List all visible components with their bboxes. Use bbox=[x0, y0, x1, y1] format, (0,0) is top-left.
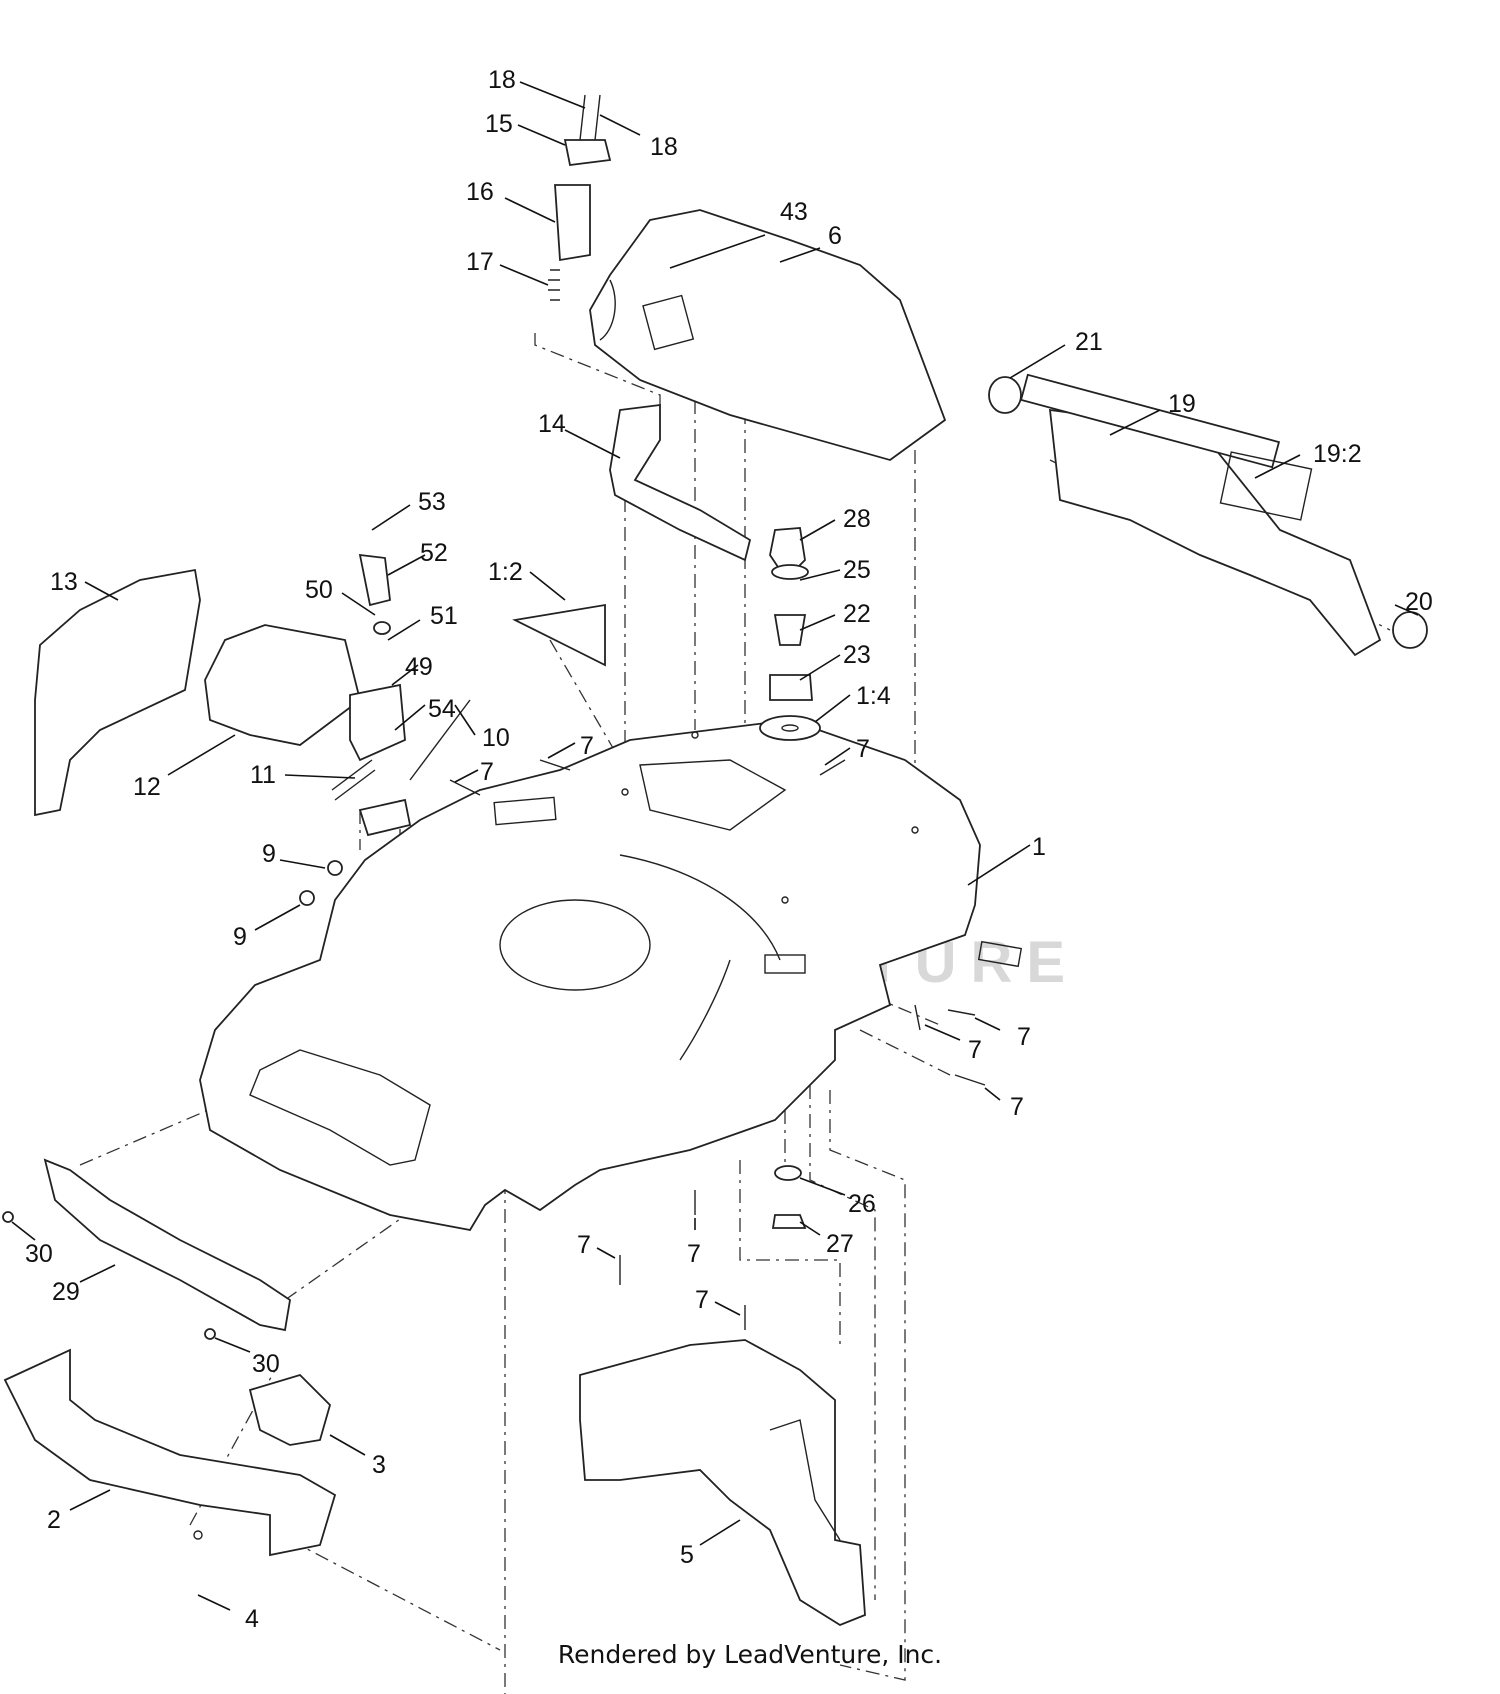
left-side-parts bbox=[34, 553, 606, 837]
discharge-chute bbox=[579, 1339, 866, 1627]
callout-label: 16 bbox=[466, 178, 494, 206]
rear-door bbox=[589, 209, 947, 461]
callout-label: 7 bbox=[1010, 1093, 1024, 1121]
callout-label: 23 bbox=[843, 641, 871, 669]
callout-label: 14 bbox=[538, 410, 566, 438]
callout-label: 10 bbox=[482, 724, 510, 752]
callout-label: 30 bbox=[252, 1350, 280, 1378]
callout-label: 21 bbox=[1075, 328, 1103, 356]
callout-label: 20 bbox=[1405, 588, 1433, 616]
callout-label: 7 bbox=[577, 1231, 591, 1259]
front-parts bbox=[3, 1158, 337, 1557]
callout-label: 50 bbox=[305, 576, 333, 604]
callout-label: 13 bbox=[50, 568, 78, 596]
callout-label: 1 bbox=[1032, 833, 1046, 861]
callout-label: 3 bbox=[372, 1451, 386, 1479]
callout-label: 43 bbox=[780, 198, 808, 226]
callout-label: 6 bbox=[828, 222, 842, 250]
callout-label: 29 bbox=[52, 1278, 80, 1306]
callout-label: 18 bbox=[488, 66, 516, 94]
callout-labels: 18 15 18 16 43 6 17 21 19 14 19:2 53 28 … bbox=[25, 66, 1433, 1633]
callout-label: 7 bbox=[856, 735, 870, 763]
callout-label: 28 bbox=[843, 505, 871, 533]
callout-label: 54 bbox=[428, 695, 456, 723]
callout-label: 7 bbox=[687, 1240, 701, 1268]
callout-label: 5 bbox=[680, 1541, 694, 1569]
leader-lines bbox=[11, 81, 1419, 1611]
callout-label: 25 bbox=[843, 556, 871, 584]
callout-label: 49 bbox=[405, 653, 433, 681]
callout-label: 7 bbox=[968, 1036, 982, 1064]
footer-credit: Rendered by LeadVenture, Inc. bbox=[557, 1640, 943, 1669]
callout-label: 1:4 bbox=[856, 682, 891, 710]
callout-label: 30 bbox=[25, 1240, 53, 1268]
callout-label: 15 bbox=[485, 110, 513, 138]
mower-deck bbox=[199, 719, 1023, 1231]
callout-label: 19 bbox=[1168, 390, 1196, 418]
callout-label: 7 bbox=[695, 1286, 709, 1314]
callout-label: 52 bbox=[420, 539, 448, 567]
callout-label: 9 bbox=[262, 840, 276, 868]
callout-label: 2 bbox=[47, 1506, 61, 1534]
callout-label: 4 bbox=[245, 1605, 259, 1633]
callout-label: 26 bbox=[848, 1190, 876, 1218]
callout-label: 51 bbox=[430, 602, 458, 630]
fasteners bbox=[2, 759, 986, 1340]
callout-label: 9 bbox=[233, 923, 247, 951]
callout-label: 19:2 bbox=[1313, 440, 1362, 468]
callout-label: 17 bbox=[466, 248, 494, 276]
height-adjust-lever bbox=[548, 94, 752, 562]
callout-label: 11 bbox=[250, 761, 276, 789]
adjust-knob-stack bbox=[759, 527, 821, 741]
callout-label: 7 bbox=[1017, 1023, 1031, 1051]
rear-flap bbox=[988, 373, 1428, 657]
callout-label: 12 bbox=[133, 773, 161, 801]
callout-label: 1:2 bbox=[488, 558, 523, 586]
callout-label: 22 bbox=[843, 600, 871, 628]
callout-label: 18 bbox=[650, 133, 678, 161]
callout-label: 7 bbox=[580, 732, 594, 760]
callout-label: 27 bbox=[826, 1230, 854, 1258]
callout-label: 53 bbox=[418, 488, 446, 516]
callout-label: 7 bbox=[480, 758, 494, 786]
